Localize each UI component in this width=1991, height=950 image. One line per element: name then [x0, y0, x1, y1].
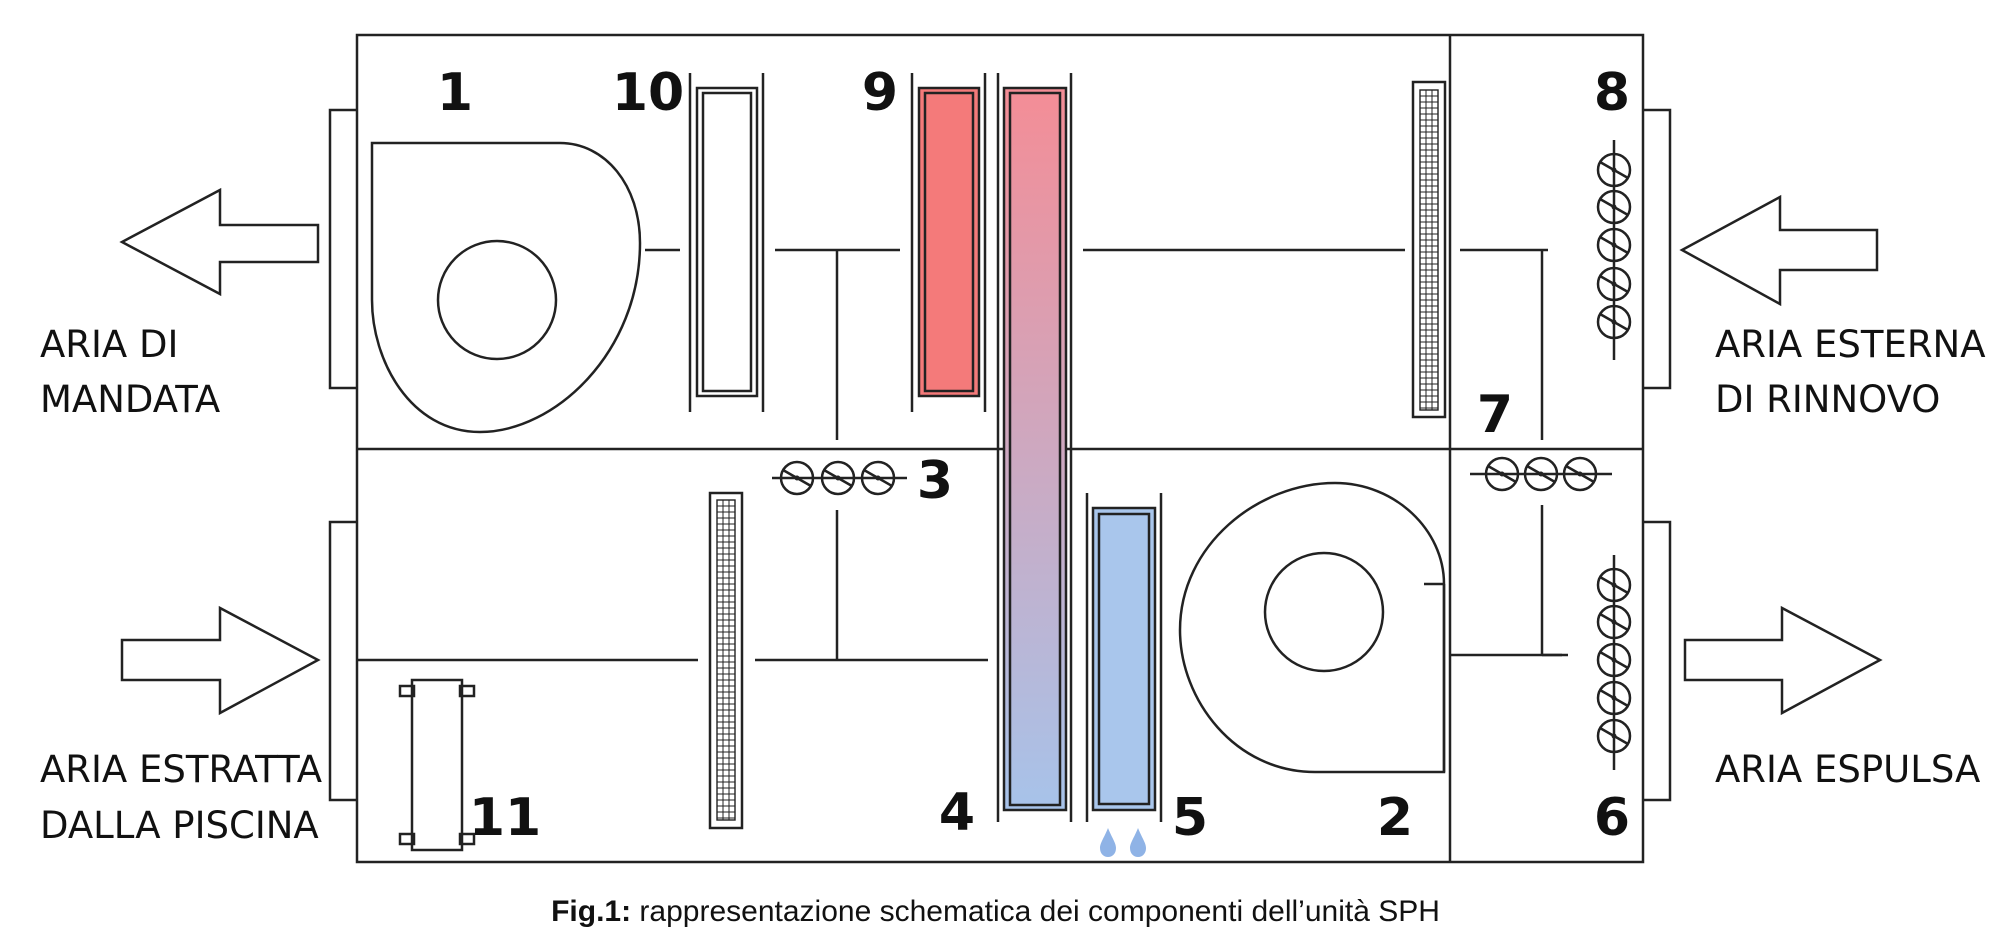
exhaust-damper-6 — [1596, 555, 1632, 770]
caption-prefix: Fig.1: — [551, 895, 632, 928]
fresh-air-arrow — [1679, 194, 1879, 307]
supply-label-line1: ARIA DI — [40, 323, 178, 366]
upper-t-partition-left — [775, 248, 900, 440]
airflow-labels: ARIA DI MANDATA ARIA ESTERNA DI RINNOVO … — [40, 323, 1986, 847]
lower-filter-grid — [708, 491, 744, 830]
flanges — [328, 108, 1672, 802]
component-11 — [398, 678, 476, 852]
label-1: 1 — [437, 63, 473, 123]
extract-air-arrow — [120, 605, 321, 716]
lower-t-partition-left — [755, 510, 988, 662]
label-5: 5 — [1172, 788, 1208, 848]
fresh-label-line2: DI RINNOVO — [1715, 378, 1940, 421]
component-numbers: 1 10 9 8 7 3 4 5 2 6 11 — [437, 63, 1630, 848]
filter-10 — [688, 73, 765, 412]
extract-label-line1: ARIA ESTRATTA — [40, 748, 322, 791]
figure-caption: Fig.1: rappresentazione schematica dei c… — [0, 895, 1991, 929]
label-4: 4 — [939, 783, 975, 843]
supply-label-line2: MANDATA — [40, 378, 220, 421]
caption-text: rappresentazione schematica dei componen… — [631, 895, 1440, 928]
upper-t-partition-right — [1460, 248, 1548, 440]
label-10: 10 — [612, 63, 684, 123]
exhaust-fan — [1178, 481, 1446, 774]
label-9: 9 — [862, 63, 898, 123]
exhaust-air-arrow — [1683, 605, 1883, 716]
label-11: 11 — [469, 788, 541, 848]
supply-fan — [370, 141, 680, 434]
fresh-label-line1: ARIA ESTERNA — [1715, 323, 1986, 366]
fresh-air-damper-8 — [1596, 140, 1632, 360]
sph-unit-diagram: 1 10 9 8 7 3 4 5 2 6 11 ARIA DI MANDATA … — [40, 33, 1986, 864]
heat-recovery-exchanger — [996, 73, 1073, 822]
label-6: 6 — [1594, 788, 1630, 848]
label-7: 7 — [1477, 385, 1513, 445]
heating-coil-9 — [910, 73, 987, 412]
condensate-droplet-icon — [1100, 828, 1146, 857]
recirculation-damper-3 — [772, 460, 907, 496]
lower-t-partition-right — [1450, 505, 1568, 657]
bypass-damper-7 — [1470, 456, 1612, 492]
unit-casing — [355, 33, 1645, 864]
upper-filter-grid — [1411, 80, 1447, 419]
label-3: 3 — [917, 451, 953, 511]
label-2: 2 — [1377, 788, 1413, 848]
cooling-coil-5 — [1085, 493, 1163, 822]
extract-label-line2: DALLA PISCINA — [40, 804, 319, 847]
label-8: 8 — [1594, 63, 1630, 123]
supply-air-arrow — [119, 187, 320, 297]
exhaust-label: ARIA ESPULSA — [1715, 748, 1980, 791]
